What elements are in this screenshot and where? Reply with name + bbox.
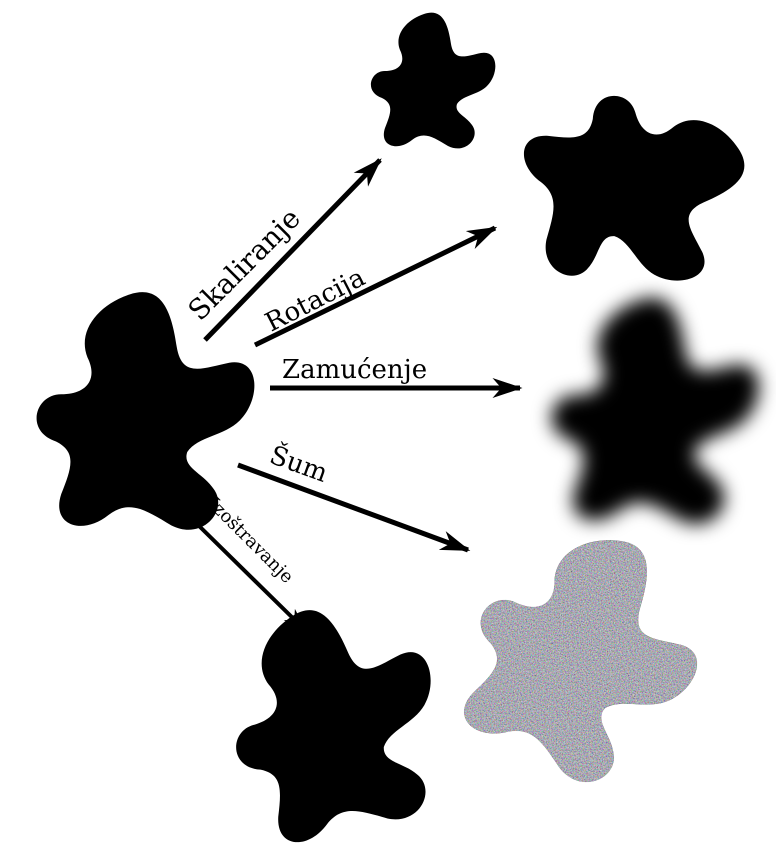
blurred-blob: [551, 298, 758, 524]
original-blob: [37, 292, 255, 530]
scaled-blob: [371, 13, 495, 149]
sharpened-blob: [206, 583, 465, 845]
arrow-noise: [238, 465, 468, 550]
label-sharpen: Izoštravanje: [203, 494, 297, 588]
label-blur: Zamućenje: [282, 355, 427, 385]
rotated-blob: [511, 67, 770, 313]
noisy-blob: [436, 499, 734, 806]
label-rotation: Rotacija: [261, 263, 371, 339]
